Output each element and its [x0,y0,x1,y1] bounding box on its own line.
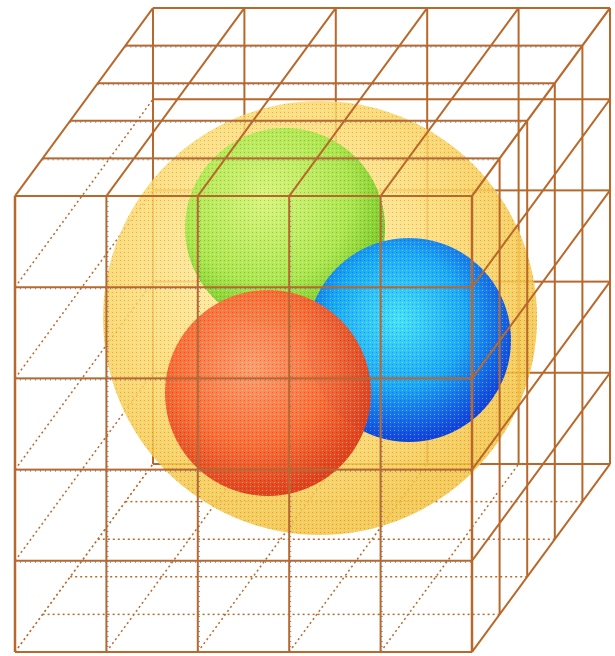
red-sphere-stipple [165,290,371,496]
right-face-depth-line [472,8,610,196]
top-face-depth-line [15,8,153,196]
right-face-depth-line [472,464,610,652]
left-wall-depth-line [15,464,153,652]
